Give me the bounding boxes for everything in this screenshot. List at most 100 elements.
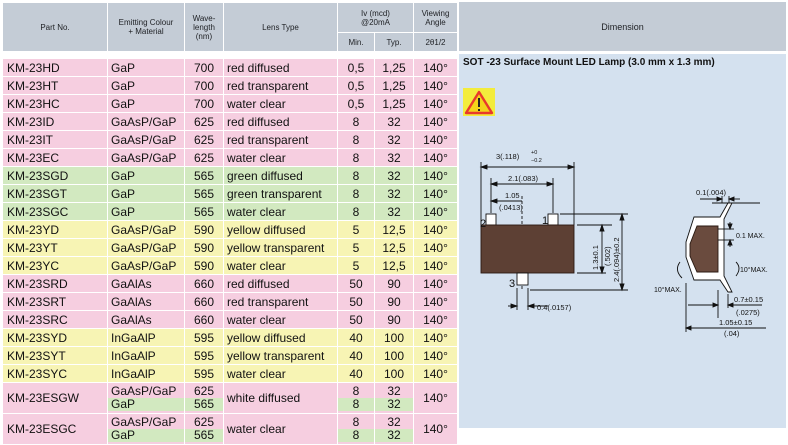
- lens-type-cell: water clear: [223, 364, 338, 383]
- iv-min-cell-top: 8: [352, 384, 360, 398]
- iv-typ-cell: 100: [374, 346, 414, 365]
- iv-typ-cell: 32: [374, 148, 414, 167]
- material-cell: GaAsP/GaP: [107, 148, 185, 167]
- iv-typ-cell: 32: [374, 112, 414, 131]
- lens-type-cell: water clear: [223, 413, 338, 445]
- iv-min-cell: 50: [337, 310, 375, 329]
- iv-typ-cell: 1,25: [374, 94, 414, 113]
- material-cell: GaAsP/GaP: [107, 256, 185, 275]
- iv-typ-cell-top: 32: [387, 384, 401, 398]
- part-number-cell: KM-23HC: [2, 94, 108, 113]
- wavelength-cell: 595: [184, 328, 224, 347]
- viewing-angle-cell: 140°: [413, 130, 458, 149]
- iv-typ-cell: 100: [374, 328, 414, 347]
- lens-type-cell: red transparent: [223, 292, 338, 311]
- part-number-cell: KM-23YD: [2, 220, 108, 239]
- col-header-part-no: Part No.: [2, 2, 108, 52]
- part-number-cell: KM-23IT: [2, 130, 108, 149]
- lens-type-cell: water clear: [223, 202, 338, 221]
- wavelength-cell-top: 625: [193, 384, 215, 398]
- material-cell: GaAlAs: [107, 310, 185, 329]
- material-cell: GaP: [107, 58, 185, 77]
- viewing-angle-cell: 140°: [413, 94, 458, 113]
- wavelength-cell-bottom: 565: [185, 429, 223, 442]
- iv-min-cell: 5: [337, 238, 375, 257]
- part-number-cell: KM-23ESGC: [2, 413, 108, 445]
- iv-min-cell: 5: [337, 256, 375, 275]
- iv-typ-cell: 1,25: [374, 76, 414, 95]
- iv-typ-cell: 12,5: [374, 256, 414, 275]
- material-cell: GaAsP/GaP: [107, 220, 185, 239]
- lens-type-cell: red diffused: [223, 112, 338, 131]
- part-number-cell: KM-23SGD: [2, 166, 108, 185]
- viewing-angle-cell: 140°: [413, 310, 458, 329]
- viewing-angle-cell: 140°: [413, 184, 458, 203]
- part-number-cell: KM-23SRC: [2, 310, 108, 329]
- viewing-angle-cell: 140°: [413, 413, 458, 445]
- iv-typ-cell: 32: [374, 130, 414, 149]
- part-number-cell: KM-23SGC: [2, 202, 108, 221]
- iv-min-cell: 8: [337, 166, 375, 185]
- iv-typ-cell: 90: [374, 292, 414, 311]
- viewing-angle-cell: 140°: [413, 220, 458, 239]
- part-number-cell: KM-23EC: [2, 148, 108, 167]
- material-cell: GaAsP/GaP: [107, 130, 185, 149]
- wavelength-cell: 660: [184, 292, 224, 311]
- col-header-wavelength: Wave-length(nm): [184, 2, 224, 52]
- wavelength-cell: 565: [184, 202, 224, 221]
- col-header-angle: 2θ1/2: [413, 32, 458, 52]
- material-cell: GaAlAs: [107, 274, 185, 293]
- lens-type-cell: white diffused: [223, 382, 338, 414]
- lens-type-cell: red diffused: [223, 274, 338, 293]
- viewing-angle-cell: 140°: [413, 382, 458, 414]
- iv-min-cell: 8: [337, 112, 375, 131]
- viewing-angle-cell: 140°: [413, 292, 458, 311]
- part-number-cell: KM-23ESGW: [2, 382, 108, 414]
- iv-min-cell: 0,5: [337, 58, 375, 77]
- iv-typ-cell-bottom: 32: [375, 429, 413, 442]
- wavelength-cell-bottom: 565: [185, 398, 223, 411]
- iv-min-cell: 50: [337, 292, 375, 311]
- viewing-angle-cell: 140°: [413, 256, 458, 275]
- viewing-angle-cell: 140°: [413, 346, 458, 365]
- wavelength-cell: 565: [184, 166, 224, 185]
- material-cell: InGaAlP: [107, 364, 185, 383]
- iv-typ-cell: 12,5: [374, 220, 414, 239]
- material-cell: GaP: [107, 202, 185, 221]
- viewing-angle-cell: 140°: [413, 238, 458, 257]
- iv-min-cell-bottom: 8: [338, 429, 374, 442]
- part-number-cell: KM-23ID: [2, 112, 108, 131]
- wavelength-cell: 700: [184, 58, 224, 77]
- viewing-angle-cell: 140°: [413, 166, 458, 185]
- part-number-cell: KM-23SRD: [2, 274, 108, 293]
- header-gap: [2, 51, 458, 59]
- viewing-angle-cell: 140°: [413, 202, 458, 221]
- spec-table: Part No. Emitting Colour+ Material Wave-…: [2, 2, 458, 445]
- iv-min-cell: 8: [337, 148, 375, 167]
- wavelength-cell: 625: [184, 130, 224, 149]
- material-cell: InGaAlP: [107, 328, 185, 347]
- material-cell-top: GaAsP/GaP: [111, 384, 177, 398]
- iv-typ-cell: 32: [374, 166, 414, 185]
- iv-typ-cell: 90: [374, 310, 414, 329]
- iv-min-cell: 40: [337, 328, 375, 347]
- lens-type-cell: red transparent: [223, 76, 338, 95]
- material-cell: GaP: [107, 166, 185, 185]
- iv-min-cell: 40: [337, 346, 375, 365]
